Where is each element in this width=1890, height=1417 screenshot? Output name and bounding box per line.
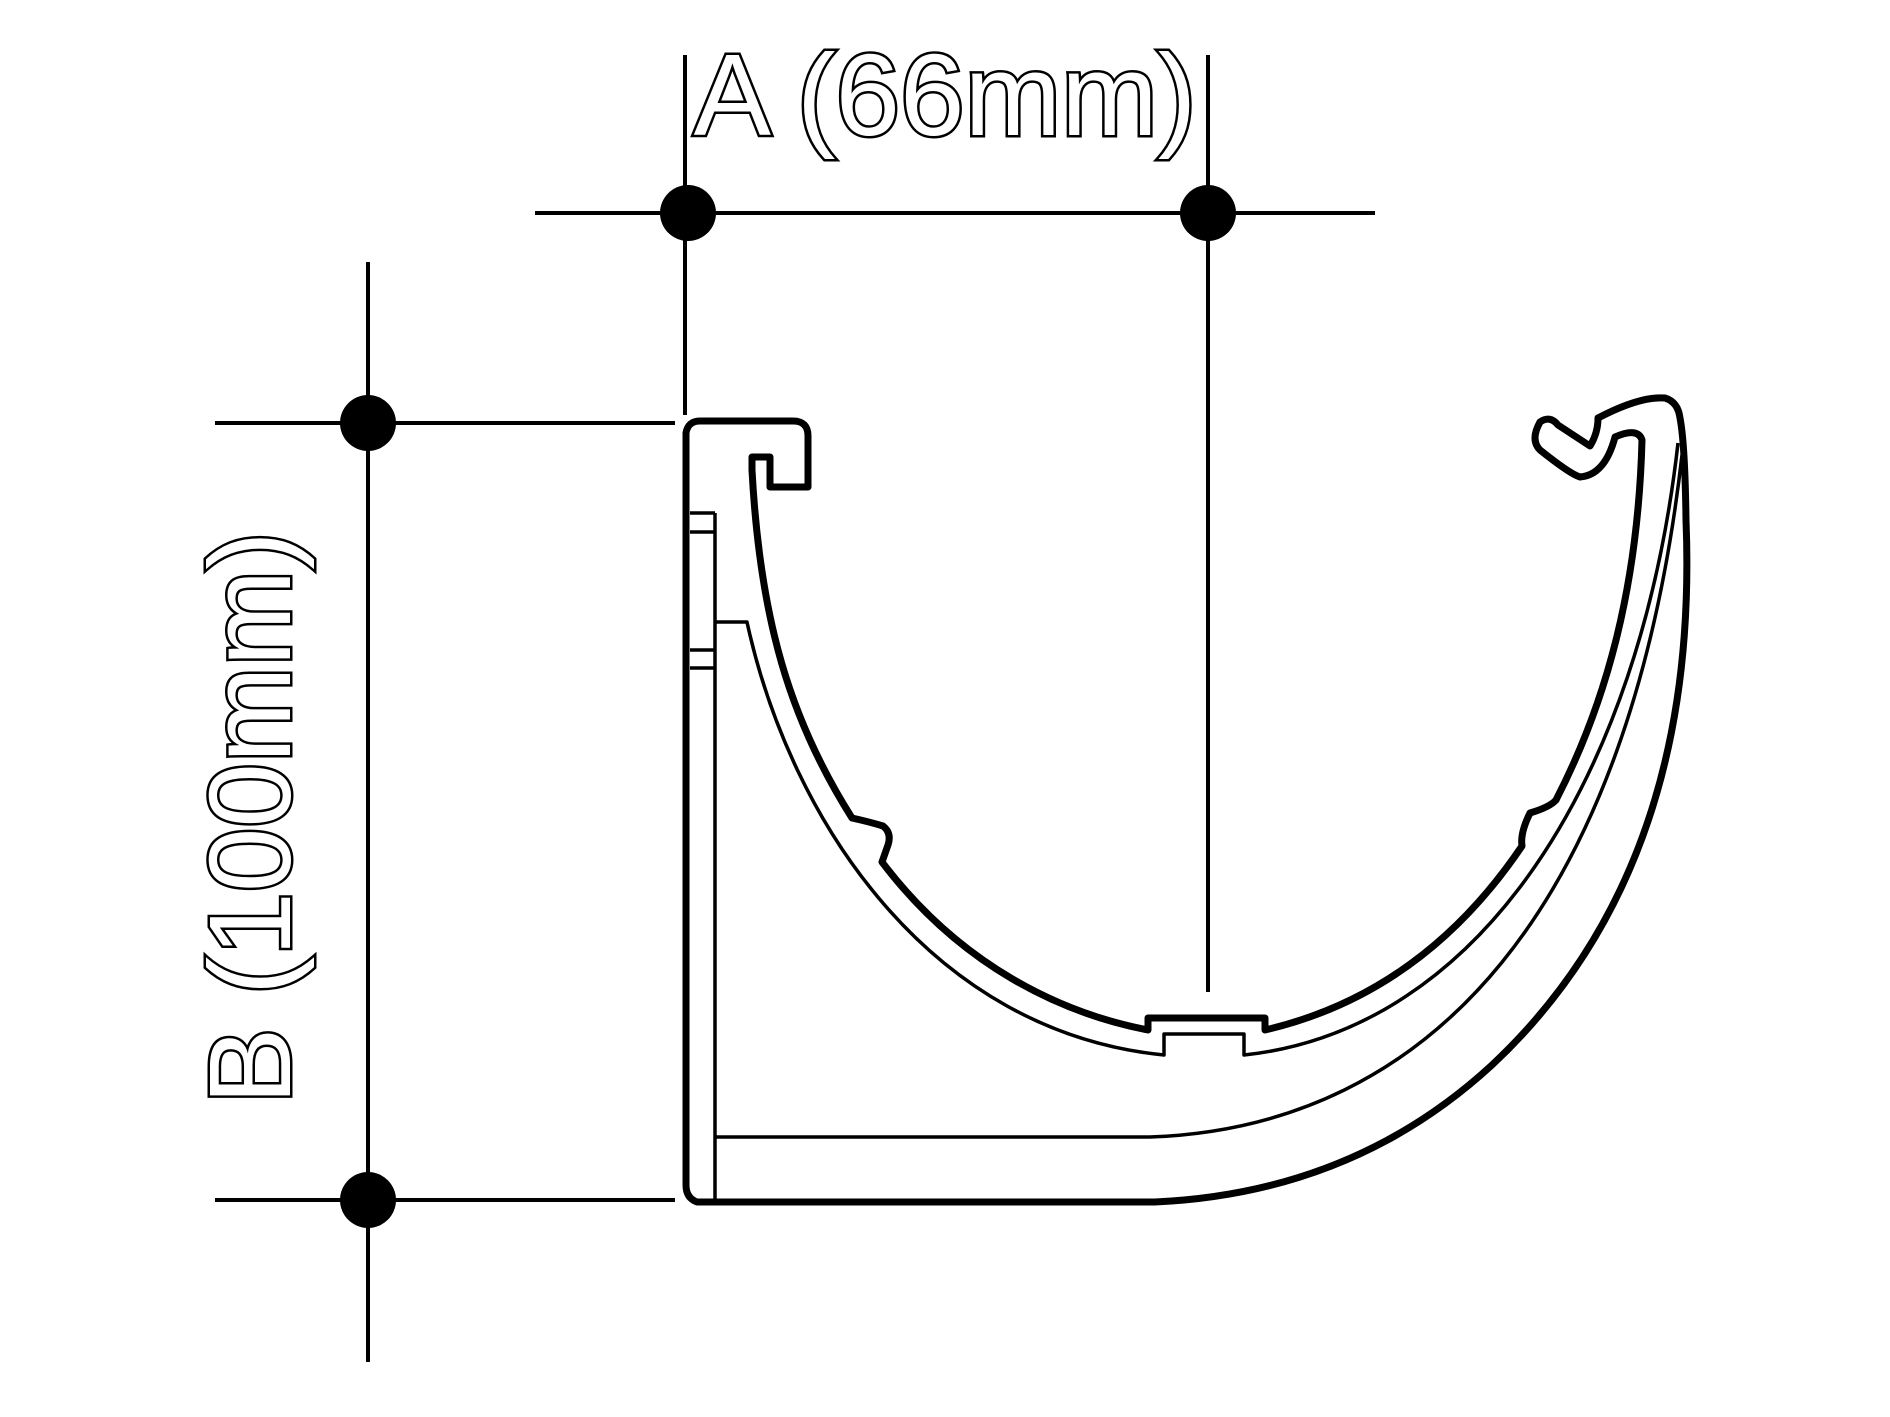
dimension-a-point-left xyxy=(660,185,716,241)
dimension-b-label: B (100mm) xyxy=(185,531,315,1105)
gutter-inner-wall xyxy=(715,442,1680,1057)
dimension-b-point-top xyxy=(340,395,396,451)
dimension-a-point-right xyxy=(1180,185,1236,241)
dimension-b: B (100mm) xyxy=(183,262,675,1362)
gutter-profile xyxy=(682,394,1691,1206)
bracket-outer-curve xyxy=(715,454,1684,1139)
bracket-outer-outline xyxy=(682,394,1691,1206)
dimension-a: A (66mm) xyxy=(535,28,1375,992)
dimension-b-point-bottom xyxy=(340,1172,396,1228)
dimension-a-label: A (66mm) xyxy=(694,30,1197,160)
